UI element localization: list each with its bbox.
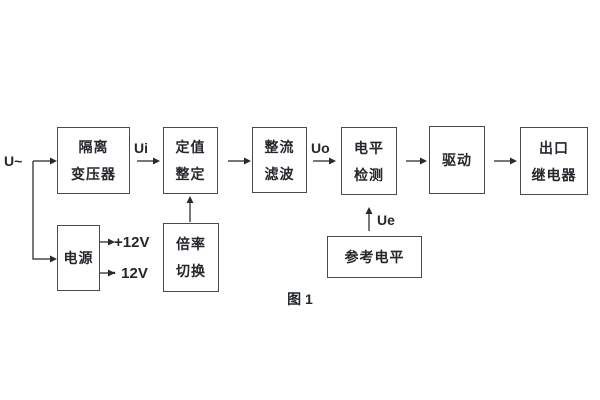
block-label-line: 电平	[354, 139, 384, 156]
signal-label-uo: Uo	[311, 140, 330, 156]
signal-label-ue: Ue	[377, 212, 395, 228]
block-label-line: 定值	[175, 139, 206, 155]
block-level-detect: 电平 检测	[341, 127, 397, 195]
block-label-line: 倍率	[176, 236, 206, 252]
block-reference-level: 参考电平	[327, 236, 422, 278]
block-output-relay: 出口 继电器	[520, 127, 588, 195]
block-label-line: 整流	[264, 138, 295, 155]
block-ratio-switch: 倍率 切换	[163, 223, 219, 292]
block-label-line: 切换	[176, 263, 206, 279]
signal-label-pos12v: +12V	[114, 234, 150, 251]
block-isolation-transformer: 隔离 变压器	[57, 127, 130, 194]
signal-label-neg12v: · 12V	[112, 265, 148, 282]
block-setting-adjust: 定值 整定	[163, 127, 218, 194]
block-label-line: 滤波	[264, 165, 295, 182]
block-label-line: 检测	[354, 166, 384, 183]
block-label-line: 继电器	[531, 166, 577, 183]
block-drive: 驱动	[429, 126, 485, 194]
block-label-line: 整定	[175, 166, 206, 182]
block-label-line: 变压器	[71, 166, 116, 182]
block-label-line: 电源	[63, 250, 94, 266]
block-rectifier-filter: 整流 滤波	[252, 127, 307, 193]
block-power-supply: 电源	[57, 225, 100, 291]
signal-label-input: U~	[4, 153, 23, 169]
signal-label-ui: Ui	[134, 140, 148, 156]
block-label-line: 驱动	[442, 152, 472, 168]
block-label-line: 出口	[539, 139, 569, 156]
figure-caption: 图 1	[287, 291, 313, 307]
arrow-input-to-power	[32, 161, 57, 263]
block-label-line: 隔离	[78, 139, 109, 155]
block-label-line: 参考电平	[344, 249, 405, 265]
